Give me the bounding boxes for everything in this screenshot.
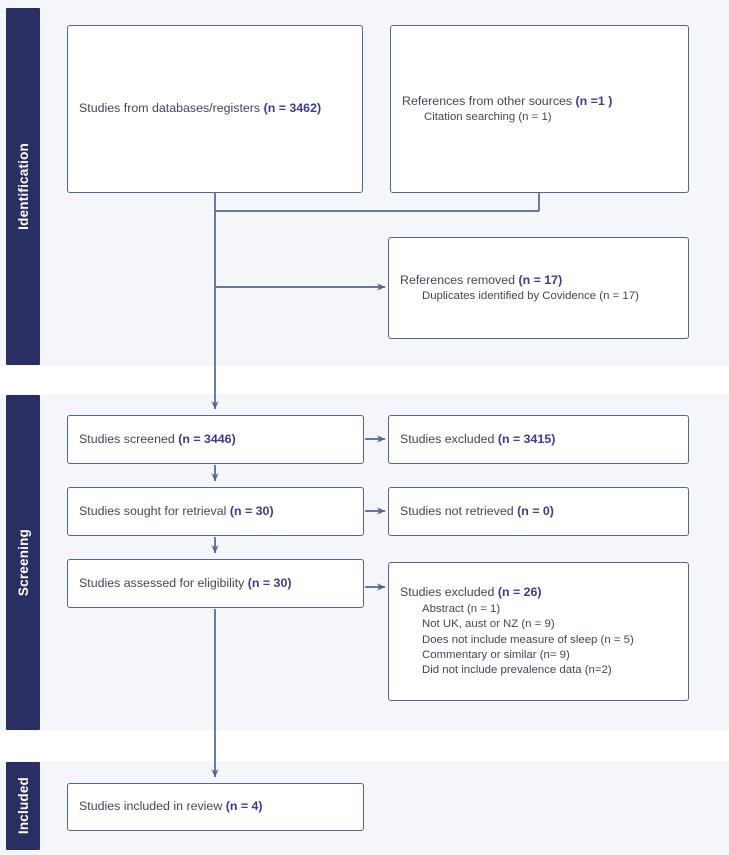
stage-bar-screening: Screening (6, 395, 40, 730)
list-item: Abstract (n = 1) (422, 602, 501, 615)
box-studies-sought-retrieval: Studies sought for retrieval (n = 30) (67, 487, 364, 536)
assessed-label: Studies assessed for eligibility (79, 575, 248, 590)
box-studies-excluded-eligibility: Studies excluded (n = 26) Abstract (n = … (388, 562, 689, 701)
assessed-count: (n = 30) (247, 575, 292, 590)
box-studies-from-databases-text: Studies from databases/registers (n = 34… (68, 100, 321, 118)
box-references-other-sources-text: References from other sources (n =1 ) Ci… (391, 93, 612, 126)
excluded-eligibility-count: (n = 26) (497, 585, 542, 600)
excluded-screened-count: (n = 3415) (497, 431, 556, 446)
other-sources-label: References from other sources (402, 93, 576, 108)
box-studies-screened: Studies screened (n = 3446) (67, 415, 364, 464)
box-references-other-sources: References from other sources (n =1 ) Ci… (390, 25, 689, 193)
list-item: Commentary or similar (n= 9) (422, 649, 570, 661)
screened-label: Studies screened (79, 431, 179, 446)
list-item: Duplicates identified by Covidence (n = … (422, 290, 639, 303)
excluded-screened-label: Studies excluded (400, 431, 498, 446)
stage-label-screening: Screening (15, 528, 31, 597)
not-retrieved-label: Studies not retrieved (400, 503, 518, 518)
included-label: Studies included in review (79, 799, 226, 814)
box-studies-assessed-eligibility-text: Studies assessed for eligibility (n = 30… (68, 575, 291, 593)
other-sources-count: (n =1 ) (575, 93, 613, 108)
stage-label-included: Included (15, 777, 31, 835)
box-studies-excluded-screened: Studies excluded (n = 3415) (388, 415, 689, 464)
stage-gutter-screening-included (0, 731, 729, 761)
box-studies-screened-text: Studies screened (n = 3446) (68, 431, 236, 449)
not-retrieved-count: (n = 0) (517, 503, 554, 518)
references-removed-sublist: Duplicates identified by Covidence (n = … (400, 289, 639, 304)
list-item: Does not include measure of sleep (n = 5… (422, 633, 634, 646)
screened-count: (n = 3446) (178, 431, 236, 446)
included-count: (n = 4) (225, 799, 263, 814)
references-removed-label: References removed (400, 272, 519, 287)
references-removed-line: References removed (n = 17) (400, 272, 639, 290)
references-removed-count: (n = 17) (518, 272, 563, 287)
stage-gutter-identification-screening (0, 366, 729, 394)
box-studies-from-databases: Studies from databases/registers (n = 34… (67, 25, 363, 193)
list-item: Did not include prevalence data (n=2) (422, 664, 612, 677)
box-references-removed: References removed (n = 17) Duplicates i… (388, 237, 689, 339)
excluded-eligibility-line: Studies excluded (n = 26) (400, 584, 634, 602)
list-item: Not UK, aust or NZ (n = 9) (422, 618, 555, 631)
sought-label: Studies sought for retrieval (79, 503, 230, 518)
other-sources-line: References from other sources (n =1 ) (402, 93, 612, 111)
list-item: Citation searching (n = 1) (424, 111, 552, 124)
box-studies-excluded-eligibility-text: Studies excluded (n = 26) Abstract (n = … (389, 584, 634, 679)
box-studies-sought-retrieval-text: Studies sought for retrieval (n = 30) (68, 503, 274, 521)
other-sources-sublist: Citation searching (n = 1) (402, 110, 612, 125)
box-references-removed-text: References removed (n = 17) Duplicates i… (389, 272, 639, 305)
stage-bar-included: Included (6, 762, 40, 850)
excluded-eligibility-sublist: Abstract (n = 1) Not UK, aust or NZ (n =… (400, 602, 634, 679)
stage-bar-identification: Identification (6, 8, 40, 365)
box-studies-included-review-text: Studies included in review (n = 4) (68, 798, 263, 816)
box-studies-not-retrieved: Studies not retrieved (n = 0) (388, 487, 689, 536)
box-studies-not-retrieved-text: Studies not retrieved (n = 0) (389, 503, 554, 521)
box-studies-excluded-screened-text: Studies excluded (n = 3415) (389, 431, 555, 449)
stage-label-identification: Identification (15, 143, 31, 230)
databases-label: Studies from databases/registers (79, 101, 264, 116)
databases-count: (n = 3462) (263, 101, 322, 116)
excluded-eligibility-label: Studies excluded (400, 585, 498, 600)
box-studies-assessed-eligibility: Studies assessed for eligibility (n = 30… (67, 559, 364, 608)
sought-count: (n = 30) (229, 503, 274, 518)
box-studies-included-review: Studies included in review (n = 4) (67, 783, 364, 831)
